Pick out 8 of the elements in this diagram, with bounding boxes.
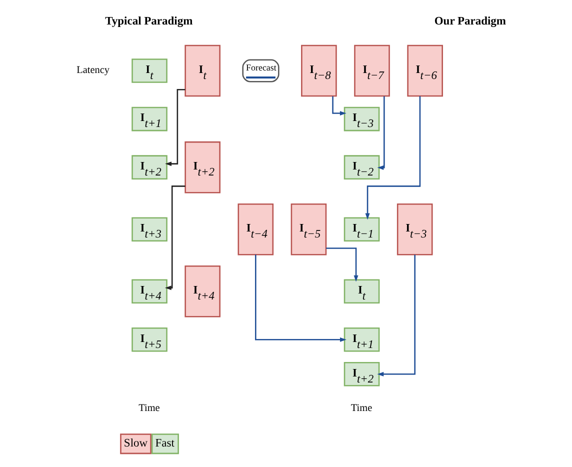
label: Typical Paradigm [104, 16, 192, 28]
label: Latency [76, 65, 110, 76]
label: Our Paradigm [434, 16, 506, 28]
label: Time [138, 403, 160, 414]
legend-label: Slow [123, 438, 148, 450]
legend-label: Fast [154, 438, 174, 450]
label: Time [350, 403, 372, 414]
legend-label: Forecast [246, 62, 276, 72]
